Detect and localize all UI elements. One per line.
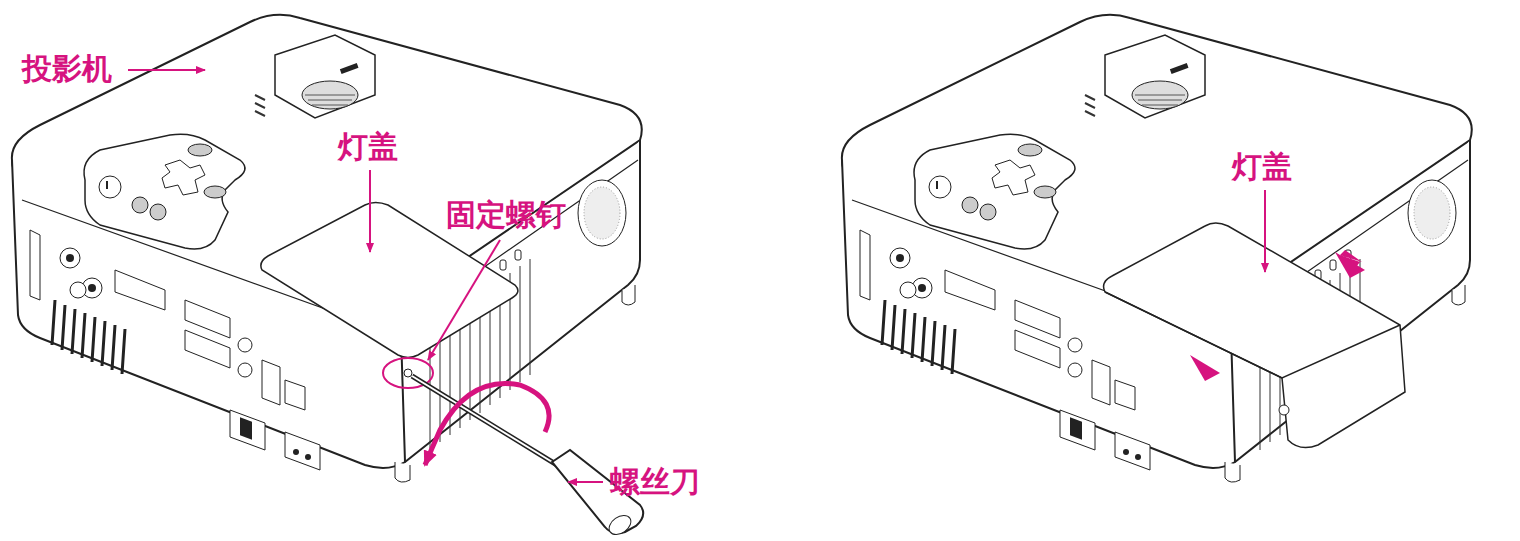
part-label: 灯盖 bbox=[338, 130, 398, 163]
part-label: 投影机 bbox=[22, 52, 112, 85]
part-label: 螺丝刀 bbox=[610, 465, 700, 498]
part-label: 灯盖 bbox=[1232, 150, 1292, 183]
part-label: 固定螺钉 bbox=[446, 198, 566, 231]
